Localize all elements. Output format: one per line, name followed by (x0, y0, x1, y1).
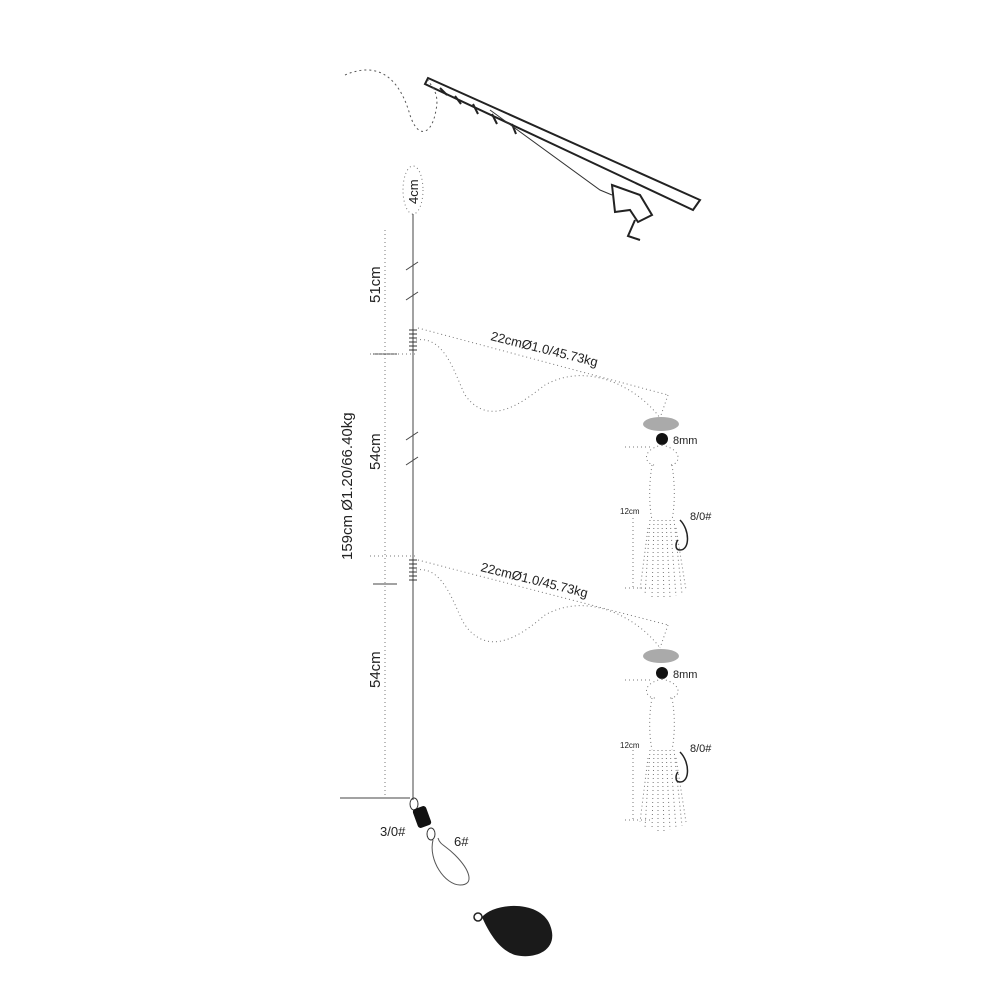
sinker-icon (473, 905, 553, 957)
branch-1-spec: 22cmØ1.0/45.73kg (489, 328, 599, 369)
float-2 (643, 649, 679, 663)
hook-2-label: 8/0# (690, 743, 712, 755)
crimp-sleeve-1 (409, 329, 417, 351)
squid-skirt-2 (639, 678, 687, 833)
hook-2-icon (675, 751, 689, 783)
swivel-icon (409, 797, 436, 841)
skirt-2-length: 12cm (620, 741, 640, 750)
bead-2-label: 8mm (673, 669, 697, 681)
crimp-sleeve-2 (409, 559, 417, 581)
swivel-label: 3/0# (380, 824, 406, 839)
squid-skirt-1 (639, 444, 687, 599)
segment-2-length: 54cm (367, 433, 384, 470)
hook-1-icon (675, 519, 689, 551)
bead-2 (656, 667, 668, 679)
segment-1-length: 51cm (367, 266, 384, 303)
hook-1-label: 8/0# (690, 511, 712, 523)
snap-label: 6# (454, 834, 469, 849)
snap-icon (431, 837, 470, 886)
main-line-spec: 159cm Ø1.20/66.40kg (339, 412, 356, 560)
segment-3-length: 54cm (367, 651, 384, 688)
fishing-rod-icon (423, 76, 702, 241)
bead-1 (656, 433, 668, 445)
bead-1-label: 8mm (673, 435, 697, 447)
float-1 (643, 417, 679, 431)
top-loop (402, 165, 424, 215)
branch-line-1 (415, 339, 661, 419)
top-loop-label: 4cm (406, 179, 421, 204)
skirt-1-length: 12cm (620, 507, 640, 516)
line-from-rod (344, 69, 438, 132)
